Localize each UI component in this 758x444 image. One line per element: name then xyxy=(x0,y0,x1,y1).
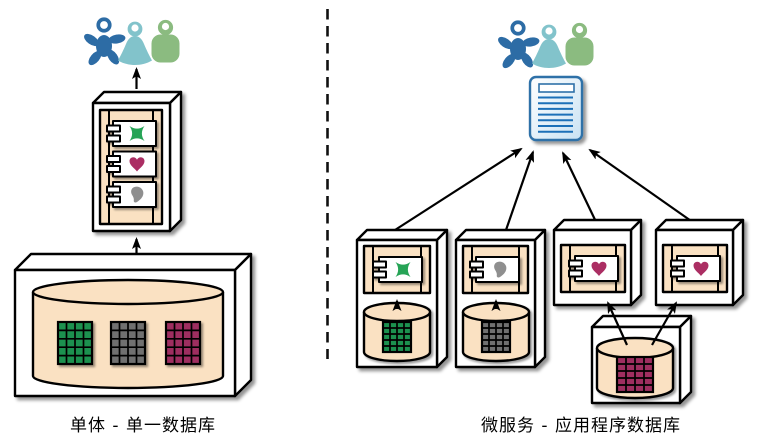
table-grid-gray xyxy=(109,320,147,366)
table-grid-crimson xyxy=(164,320,202,366)
service-box-heart-2 xyxy=(654,218,745,307)
arrow-service1-to-report xyxy=(394,147,523,231)
table-grid-gray xyxy=(480,320,512,354)
component-icon-gray-blob xyxy=(106,181,157,208)
component-icon-crimson-heart xyxy=(106,150,157,178)
arrow-service3-to-report xyxy=(562,151,599,227)
monolith-box xyxy=(91,90,183,233)
shared-database-cylinder xyxy=(595,336,675,400)
service-database-cylinder-gray xyxy=(461,301,531,363)
arrow-shareddb-to-heart1 xyxy=(606,301,629,346)
report-document-icon xyxy=(528,75,584,142)
table-grid-crimson xyxy=(615,355,655,394)
component-icon-green-x xyxy=(372,256,423,283)
single-database-box xyxy=(13,252,253,398)
shared-database-box xyxy=(590,314,693,405)
component-icon-crimson-heart xyxy=(670,255,721,282)
service-box-heart-1 xyxy=(552,218,643,307)
service-database-cylinder-green xyxy=(362,301,432,363)
table-grid-green xyxy=(381,320,413,354)
microservices-caption: 微服务 - 应用程序数据库 xyxy=(481,416,681,436)
component-icon-gray-blob xyxy=(469,256,520,283)
service-box-green-x xyxy=(355,228,449,369)
monolith-section xyxy=(13,17,253,398)
microservices-section xyxy=(355,20,745,405)
arrow-service2-to-report xyxy=(504,150,535,231)
table-grid-green xyxy=(56,320,94,366)
users-icon-group-left xyxy=(81,17,180,68)
component-icon-green-x xyxy=(106,120,157,147)
component-icon-crimson-heart xyxy=(568,255,619,282)
arrow-shareddb-to-heart2 xyxy=(651,301,677,346)
arrow-service4-to-report xyxy=(588,148,695,224)
users-icon-group-right xyxy=(495,20,594,71)
service-box-gray-blob xyxy=(454,228,547,369)
monolith-caption: 单体 - 单一数据库 xyxy=(70,416,216,436)
